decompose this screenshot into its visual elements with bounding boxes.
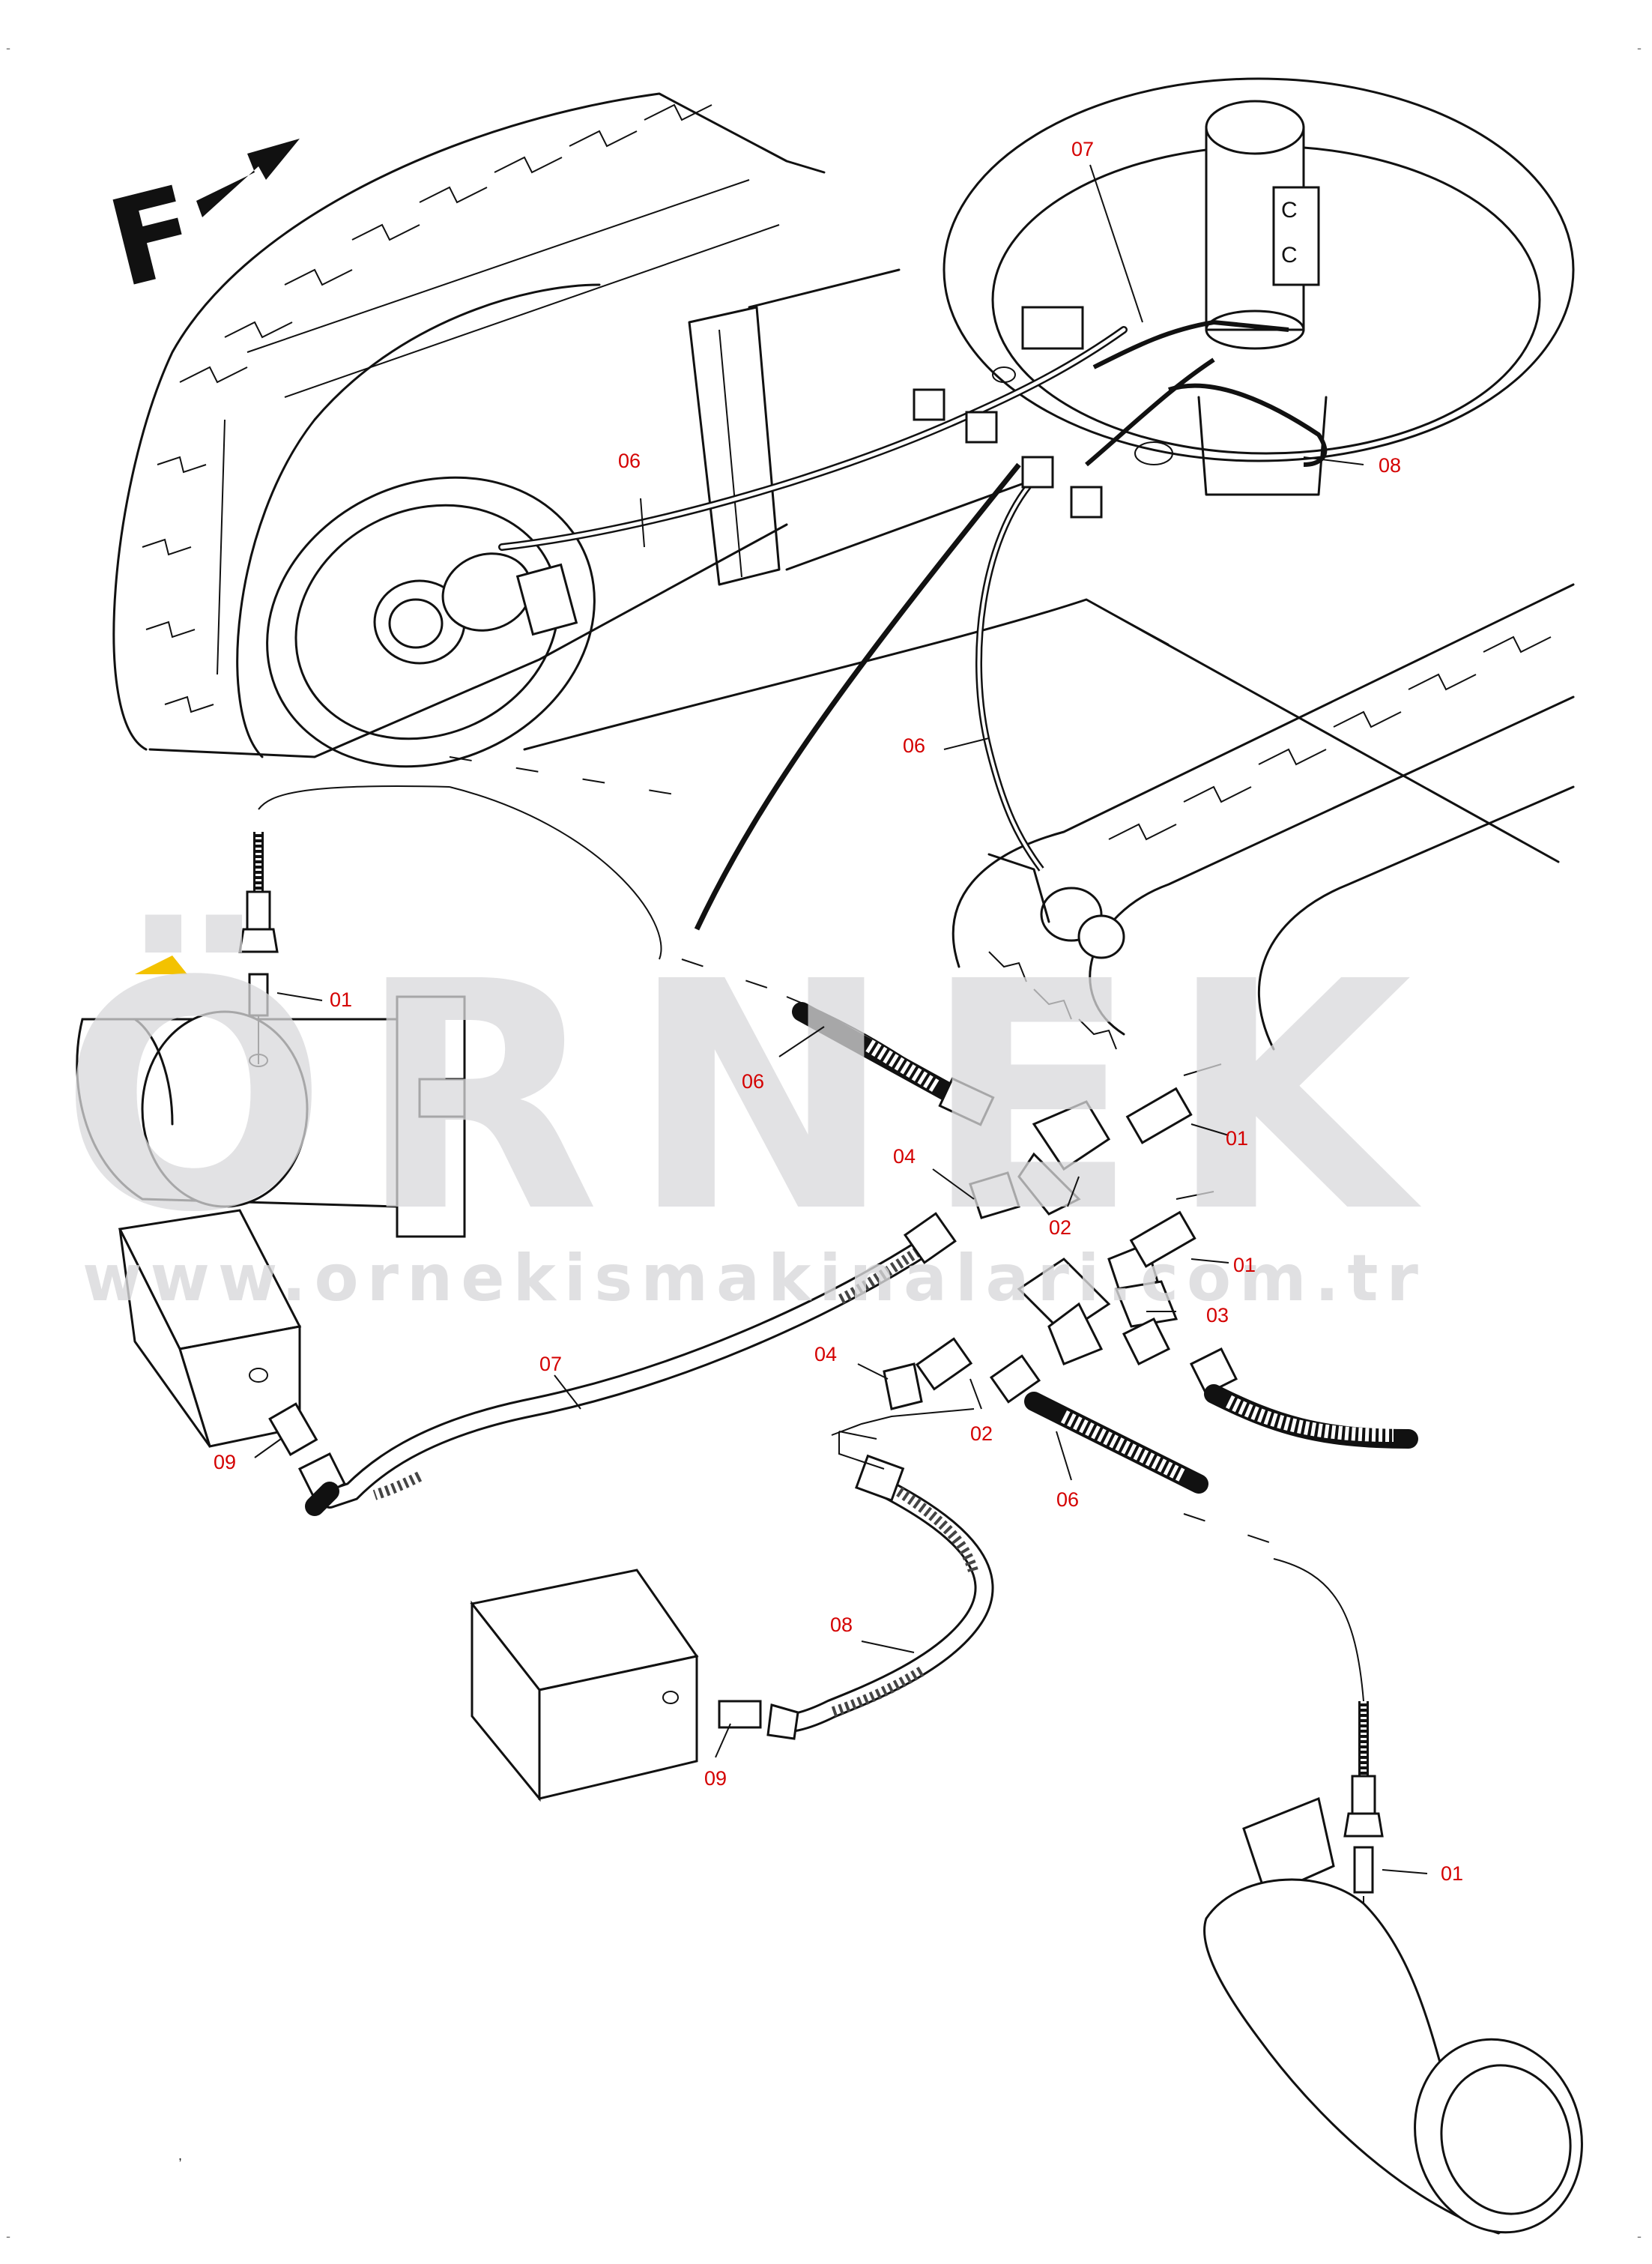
watermark: ÖRNEK www.ornekismakinalari.com.tr xyxy=(60,911,1441,1316)
callout-01-left: 01 xyxy=(330,988,352,1011)
callout-03: 03 xyxy=(1206,1304,1229,1326)
swivel-cylinder: C C xyxy=(1205,100,1320,350)
callout-01-lower-right: 01 xyxy=(1441,1862,1463,1885)
travel-motor-left xyxy=(441,552,578,636)
guide-lines xyxy=(449,756,1274,1545)
direction-indicator: F xyxy=(96,139,300,315)
callout-01-middle: 01 xyxy=(1233,1254,1256,1276)
svg-text:C: C xyxy=(1281,243,1298,268)
valve-block-left xyxy=(118,1209,302,1448)
callout-06-mid: 06 xyxy=(903,734,925,757)
motor-lower-left xyxy=(76,785,466,1238)
callout-04-lower: 04 xyxy=(814,1343,837,1365)
callout-09-lower: 09 xyxy=(704,1767,727,1790)
watermark-url: www.ornekismakinalari.com.tr xyxy=(82,1241,1426,1316)
callout-04-upper: 04 xyxy=(893,1145,916,1168)
callout-08-top: 08 xyxy=(1379,454,1401,477)
callout-02-upper: 02 xyxy=(1049,1216,1071,1239)
callout-07-lower: 07 xyxy=(539,1353,562,1375)
callout-06-lower: 06 xyxy=(1056,1488,1079,1511)
svg-text:-: - xyxy=(6,2229,10,2244)
travel-motor-right xyxy=(987,853,1125,959)
callout-02-lower: 02 xyxy=(970,1422,993,1445)
callout-08-lower: 08 xyxy=(830,1614,853,1636)
arrow-icon xyxy=(196,139,300,217)
hose-lower-right xyxy=(1273,1558,1384,2002)
svg-text:-: - xyxy=(6,40,10,55)
leader-lines xyxy=(254,164,1428,1874)
hose-08-lower xyxy=(718,1431,994,1740)
callout-labels: 07 08 06 06 01 06 01 04 02 01 03 04 02 0… xyxy=(214,138,1463,1885)
upper-hose-routing xyxy=(498,319,1328,931)
svg-text:C: C xyxy=(1281,198,1298,223)
callout-06-left: 06 xyxy=(742,1070,764,1093)
direction-letter: F xyxy=(96,159,209,315)
stray-mark: , xyxy=(178,2148,182,2163)
callout-09-left: 09 xyxy=(214,1451,236,1473)
valve-block-lower xyxy=(470,1569,699,1802)
center-frame xyxy=(449,268,1560,960)
callout-01-upper: 01 xyxy=(1226,1127,1248,1150)
svg-text:-: - xyxy=(1637,40,1642,55)
crop-marks: - - - - xyxy=(6,40,1642,2244)
watermark-brand: ÖRNEK xyxy=(60,911,1441,1282)
left-track xyxy=(112,92,826,768)
motor-lower-right xyxy=(1203,1796,1583,2235)
callout-06-top: 06 xyxy=(618,450,641,472)
hose-07-lower xyxy=(268,1212,957,1516)
callout-07-top: 07 xyxy=(1071,138,1094,160)
lower-fittings xyxy=(786,996,1418,1494)
svg-text:-: - xyxy=(1637,2229,1642,2244)
